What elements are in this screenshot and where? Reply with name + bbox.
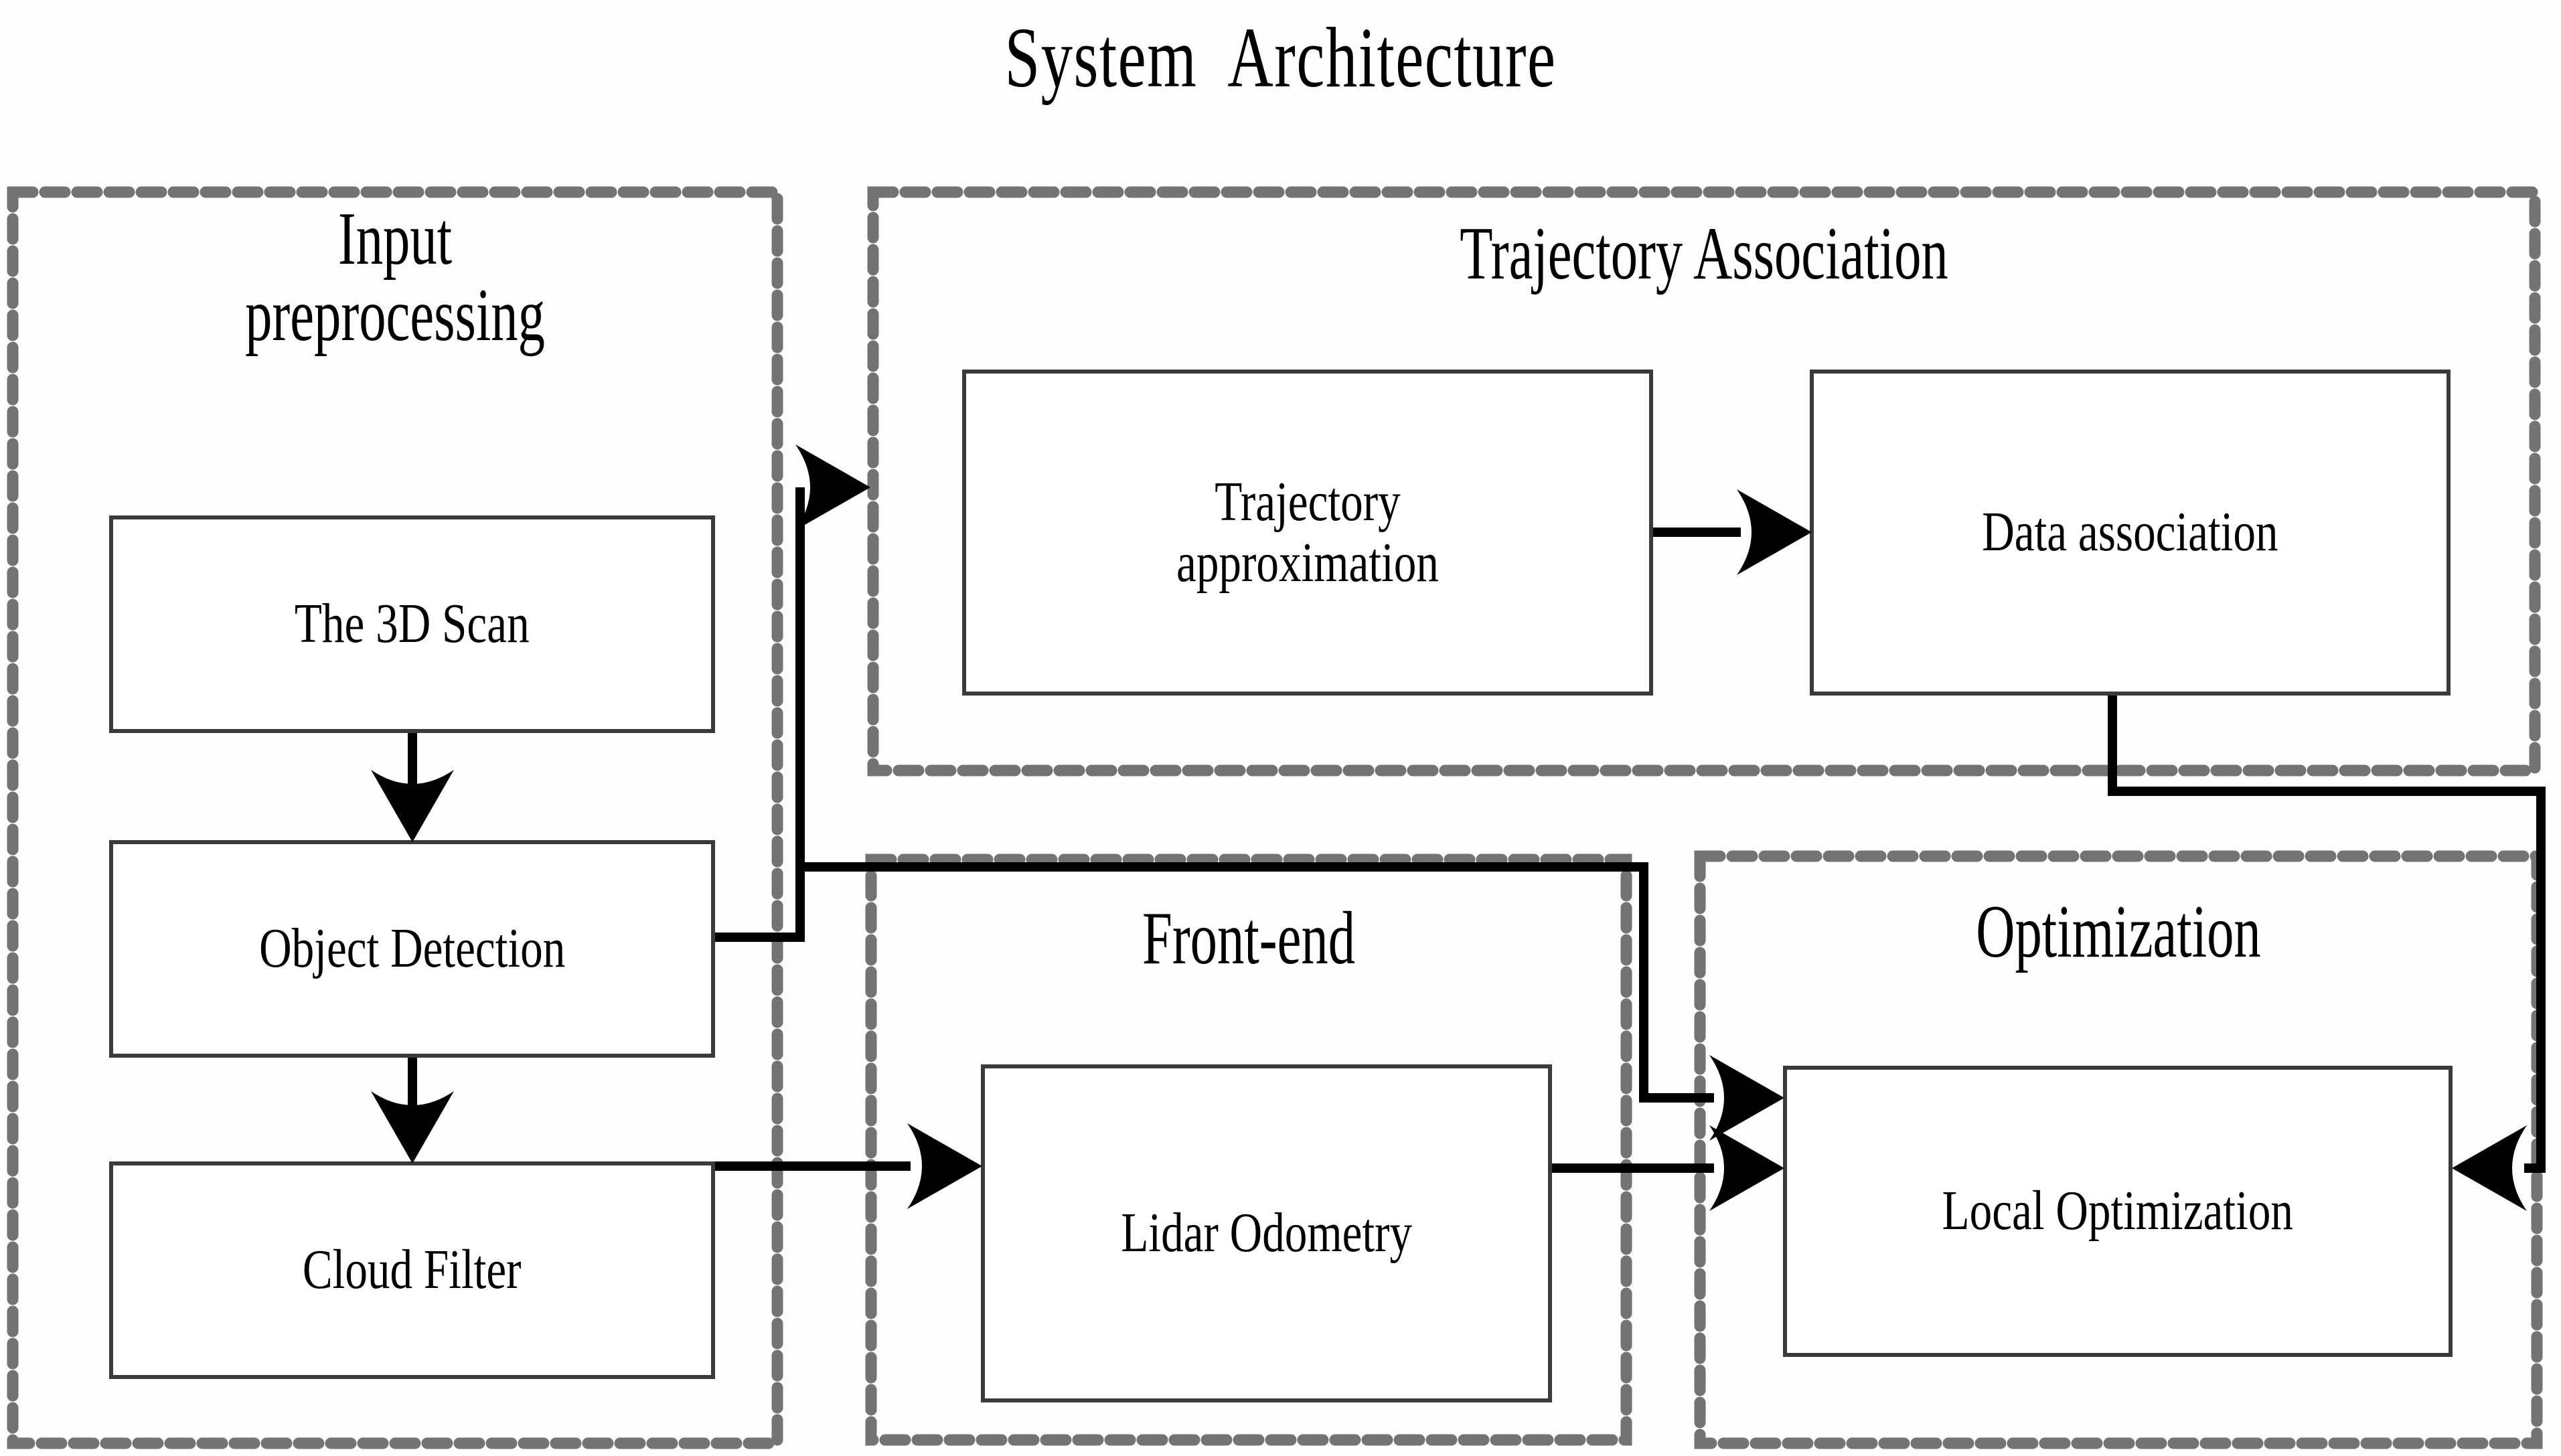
block-cloud-filter[interactable]: Cloud Filter [109, 1161, 715, 1379]
block-label-the-3d-scan: The 3D Scan [295, 592, 530, 655]
block-label-lidar-odometry: Lidar Odometry [1121, 1202, 1412, 1265]
panel-border-front-end [865, 854, 1632, 1446]
block-object-detection[interactable]: Object Detection [109, 840, 715, 1058]
block-the-3d-scan[interactable]: The 3D Scan [109, 515, 715, 733]
panel-title-input-preprocessing: Input preprocessing [245, 197, 545, 357]
panel-front-end [865, 854, 1632, 1446]
block-trajectory-approximation[interactable]: Trajectory approximation [962, 370, 1653, 696]
block-label-data-association: Data association [1982, 501, 2278, 564]
block-label-cloud-filter: Cloud Filter [303, 1238, 522, 1301]
panel-title-front-end: Front-end [1142, 897, 1356, 980]
block-lidar-odometry[interactable]: Lidar Odometry [981, 1064, 1552, 1402]
block-label-trajectory-approximation: Trajectory approximation [1176, 470, 1439, 594]
panel-border-trajectory-association [867, 186, 2541, 777]
panel-trajectory-association [867, 186, 2541, 777]
block-label-object-detection: Object Detection [258, 917, 566, 980]
block-local-optimization[interactable]: Local Optimization [1783, 1066, 2453, 1357]
block-label-local-optimization: Local Optimization [1942, 1180, 2294, 1242]
block-data-association[interactable]: Data association [1810, 370, 2451, 696]
page-title: System Architecture [1004, 10, 1557, 105]
panel-title-optimization: Optimization [1976, 890, 2261, 973]
panel-title-trajectory-association: Trajectory Association [1460, 212, 1948, 295]
